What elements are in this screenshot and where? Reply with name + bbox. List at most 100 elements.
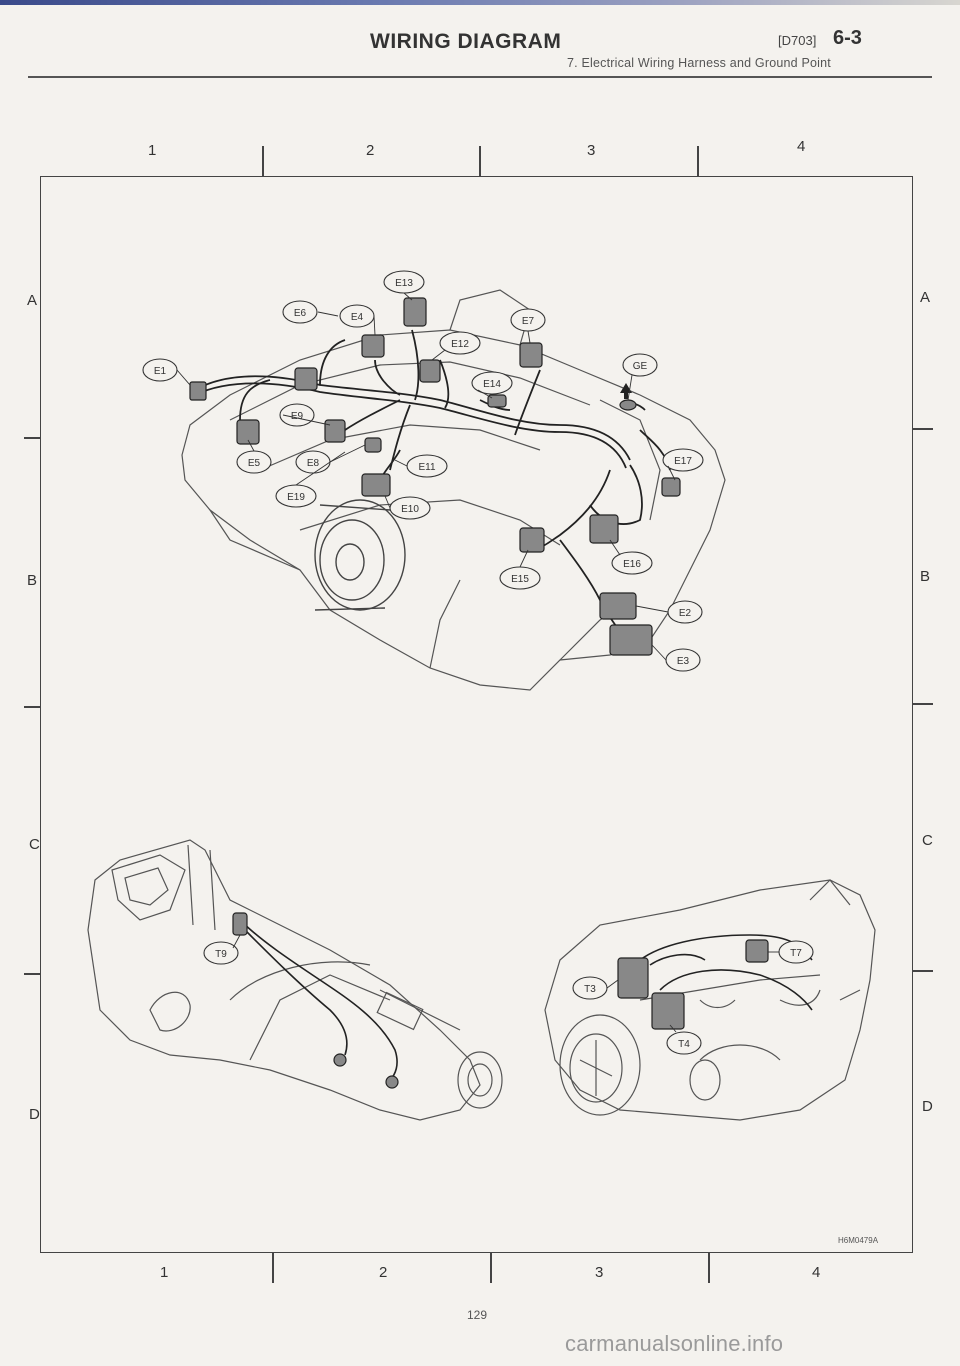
page-number: 129	[467, 1308, 488, 1322]
grid-tick-top-3	[697, 146, 699, 176]
transmission-left-connectors	[232, 912, 399, 1089]
grid-tick-bottom-2	[490, 1253, 492, 1283]
column-label-top-2: 2	[366, 142, 375, 159]
engine-pulley	[314, 499, 406, 611]
row-label-left-b: B	[27, 572, 38, 589]
label-e8: E8	[307, 458, 320, 469]
column-label-bottom-2: 2	[379, 1264, 388, 1281]
label-t4: T4	[678, 1039, 690, 1050]
label-t3: T3	[584, 984, 596, 995]
grid-tick-right-2	[913, 703, 933, 705]
ground-symbol	[620, 383, 632, 399]
callout-t9-shape	[203, 941, 239, 965]
page-reference: 6-3	[833, 27, 862, 49]
label-e15: E15	[511, 574, 529, 585]
label-e14: E14	[483, 379, 501, 390]
connector-body-e12	[419, 359, 441, 383]
connector-body-ge	[619, 399, 637, 411]
row-label-left-c: C	[29, 836, 40, 853]
connector-body-e17	[661, 477, 681, 497]
label-e9: E9	[291, 411, 304, 422]
connector-body-e14	[487, 394, 507, 408]
connector-body-e1	[189, 381, 207, 401]
connector-body-e10	[361, 473, 391, 497]
transmission-right-callouts	[572, 940, 814, 1055]
row-label-right-d: D	[922, 1098, 933, 1115]
connector-body-e2	[599, 592, 637, 620]
label-e19: E19	[287, 492, 305, 503]
callout-e9	[279, 403, 315, 427]
row-label-left-d: D	[29, 1106, 40, 1123]
header-rule	[28, 76, 932, 78]
connector-body-e8	[364, 437, 382, 453]
connector-body-e6	[294, 367, 318, 391]
column-label-bottom-4: 4	[812, 1264, 821, 1281]
top-color-band	[0, 0, 960, 5]
label-e16: E16	[623, 559, 641, 570]
row-label-right-b: B	[920, 568, 931, 585]
connector-body-t7	[745, 939, 769, 963]
label-e10: E10	[401, 504, 419, 515]
grid-tick-left-3	[24, 973, 40, 975]
connector-body-e15	[519, 527, 545, 553]
grid-tick-right-3	[913, 970, 933, 972]
label-e1: E1	[154, 366, 167, 377]
column-label-top-3: 3	[587, 142, 596, 159]
connector-body-e4	[361, 334, 385, 358]
callout-t9	[203, 941, 239, 965]
callout-labels: E1 E6 E4 E13 E12 E7 GE E14 E9 E5 E8 E11 …	[154, 278, 802, 1050]
callout-e16	[611, 551, 653, 575]
transmission-right-leaders	[606, 951, 779, 1033]
label-e3: E3	[677, 656, 690, 667]
connector-body-e9	[324, 419, 346, 443]
connector-body-t4	[651, 992, 685, 1030]
label-ge: GE	[633, 361, 648, 372]
row-label-right-c: C	[922, 832, 933, 849]
label-e2: E2	[679, 608, 692, 619]
diagram-frame	[40, 176, 913, 1253]
transmission-left-outline	[87, 839, 503, 1121]
callout-ge	[622, 353, 658, 377]
row-label-left-a: A	[27, 292, 38, 309]
callout-e12	[439, 331, 481, 355]
grid-tick-top-1	[262, 146, 264, 176]
label-e4: E4	[351, 312, 364, 323]
connector-body-t3	[617, 957, 649, 999]
page-title: WIRING DIAGRAM	[370, 30, 562, 53]
transmission-right-connectors	[617, 939, 769, 1030]
callout-e14	[471, 371, 513, 395]
connector-body-t9	[232, 912, 248, 936]
grid-tick-left-2	[24, 706, 40, 708]
connector-body-e3	[609, 624, 653, 656]
label-t9: T9	[215, 949, 227, 960]
connector-body-e7	[519, 342, 543, 368]
callout-e17	[662, 448, 704, 472]
column-label-top-1: 1	[148, 142, 157, 159]
grid-tick-right-1	[913, 428, 933, 430]
column-label-bottom-1: 1	[160, 1264, 169, 1281]
label-e7: E7	[522, 316, 535, 327]
callout-t4	[666, 1031, 702, 1055]
transmission-left-harness	[239, 919, 398, 1081]
connector-body-e5	[236, 419, 260, 445]
callout-e6	[282, 300, 318, 324]
connector-body-e13	[403, 297, 427, 327]
label-e11: E11	[418, 462, 435, 473]
column-label-bottom-3: 3	[595, 1264, 604, 1281]
connector-body-e16	[589, 514, 619, 544]
grid-tick-left-1	[24, 437, 40, 439]
connector-callouts	[142, 270, 704, 672]
figure-code: H6M0479A	[838, 1236, 879, 1245]
label-e12: E12	[451, 339, 469, 350]
grid-tick-top-2	[479, 146, 481, 176]
grid-tick-bottom-3	[708, 1253, 710, 1283]
grid-tick-bottom-1	[272, 1253, 274, 1283]
label-e17: E17	[674, 456, 692, 467]
label-e6: E6	[294, 308, 307, 319]
section-code: [D703]	[778, 33, 817, 48]
page-subtitle: 7. Electrical Wiring Harness and Ground …	[567, 56, 831, 70]
label-e5: E5	[248, 458, 261, 469]
watermark-text: carmanualsonline.info	[565, 1331, 784, 1356]
transmission-right-outline	[544, 879, 876, 1121]
